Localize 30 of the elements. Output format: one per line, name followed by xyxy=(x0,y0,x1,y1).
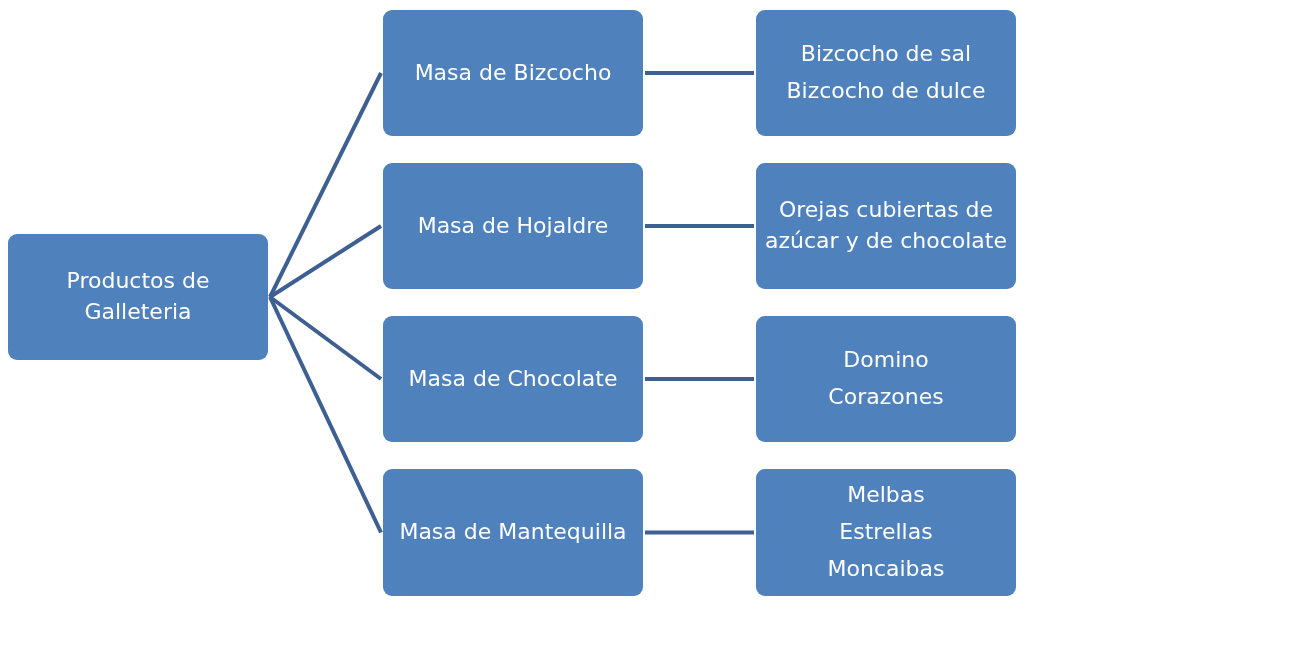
process-box xyxy=(383,316,643,442)
node-text: Bizcocho de sal xyxy=(800,40,972,69)
node-text: Masa de Bizcocho xyxy=(414,58,612,87)
process-box xyxy=(8,234,268,360)
connector-line xyxy=(268,296,383,534)
process-box xyxy=(383,10,643,136)
node-text: Corazones xyxy=(828,383,944,411)
process-box xyxy=(756,163,1016,289)
node-text: Melbas xyxy=(847,481,925,510)
node-text: Orejas cubiertas de azúcar y de chocolate xyxy=(764,196,1008,255)
connector-line xyxy=(645,530,754,535)
process-box xyxy=(383,469,643,596)
connector-line xyxy=(268,224,383,299)
process-box xyxy=(756,10,1016,136)
node-text: Bizcocho de dulce xyxy=(786,77,986,105)
process-box xyxy=(756,316,1016,442)
connector-line xyxy=(268,295,383,381)
connector-line xyxy=(645,224,754,228)
node-text: Estrellas xyxy=(839,518,933,547)
node-text: Productos de Galleteria xyxy=(65,267,211,326)
node-text: Masa de Mantequilla xyxy=(399,518,627,547)
connector-line xyxy=(645,377,754,381)
process-box xyxy=(756,469,1016,596)
connector-line xyxy=(268,72,383,298)
node-text: Masa de Hojaldre xyxy=(417,211,609,240)
process-box xyxy=(383,163,643,289)
node-text: Moncaibas xyxy=(827,554,945,583)
node-text: Domino xyxy=(843,346,929,375)
node-text: Masa de Chocolate xyxy=(408,364,618,393)
connector-line xyxy=(645,71,754,75)
